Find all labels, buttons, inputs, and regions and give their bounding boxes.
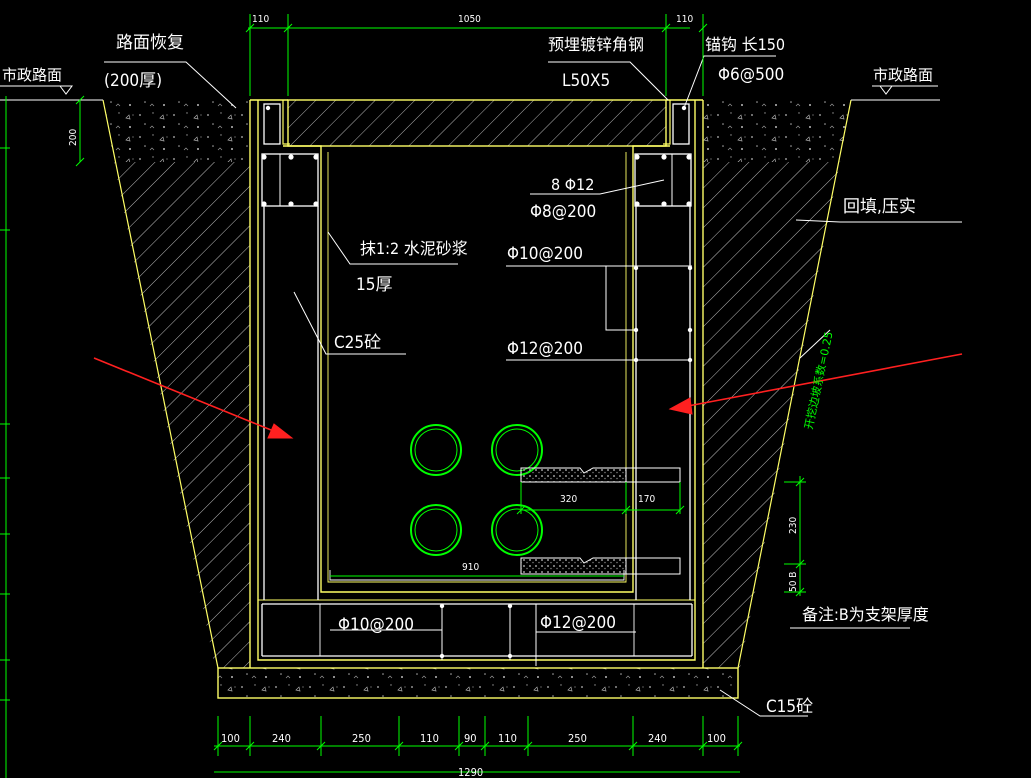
concrete-label: C25砼 (334, 333, 381, 353)
text-labels: 市政路面 市政路面 路面恢复 (200厚) 预埋镀锌角钢 L50X5 锚钩 长1… (2, 33, 933, 717)
cushion-label: C15砼 (766, 697, 813, 717)
dim-bottom-0: 100 (221, 732, 240, 745)
stirrups-label: Φ8@200 (530, 202, 596, 222)
dim-left-200: 200 (68, 129, 79, 146)
wall-bar-v: Φ12@200 (507, 339, 583, 359)
plaster-thk: 15厚 (356, 275, 392, 295)
dim-support-320: 320 (560, 494, 577, 505)
dim-bottom-8: 100 (707, 732, 726, 745)
dim-bottom-total: 1290 (458, 766, 483, 778)
road-restore-layer (103, 100, 851, 162)
dim-bottom-7: 240 (648, 732, 667, 745)
road-left-label: 市政路面 (2, 66, 62, 84)
dim-bottom-6: 250 (568, 732, 587, 745)
rebar-dots (261, 105, 693, 659)
dim-support-170: 170 (638, 494, 655, 505)
cables (410, 424, 543, 556)
dim-bottom-1: 240 (272, 732, 291, 745)
backfill-label: 回填,压实 (843, 197, 916, 217)
angle-steel-label: 预埋镀锌角钢 (548, 35, 644, 54)
dim-top-110-left: 110 (252, 14, 269, 25)
note-label: 备注:B为支架厚度 (802, 605, 929, 624)
dim-bottom-5: 110 (498, 732, 517, 745)
anchor-label: 锚钩 长150 (705, 35, 785, 54)
dim-right-230: 230 (788, 517, 799, 534)
c15-cushion (217, 667, 739, 699)
dim-top-1050: 1050 (458, 14, 481, 25)
bottom-bar-2: Φ12@200 (540, 613, 616, 633)
trench-structure (102, 99, 852, 669)
dim-bottom-3: 110 (420, 732, 439, 745)
road-right-label: 市政路面 (873, 66, 933, 84)
dim-right-50b: 50 B (788, 572, 799, 592)
slope-note: 开挖边坡系数=0.25 (801, 330, 835, 430)
road-restore-thk: (200厚) (104, 71, 162, 91)
cable-supports (520, 467, 681, 575)
angle-steel-size: L50X5 (562, 71, 610, 91)
dim-top-110-right: 110 (676, 14, 693, 25)
bottom-bar-1: Φ10@200 (338, 615, 414, 635)
leader-lines (0, 55, 962, 717)
plaster-label: 抹1:2 水泥砂浆 (360, 239, 468, 258)
cover-slab (282, 99, 671, 147)
dimension-lines (0, 14, 806, 778)
rebar (261, 103, 693, 657)
top-bars-label: 8 Φ12 (551, 175, 594, 194)
road-restore-label: 路面恢复 (116, 33, 184, 53)
wall-bar-h: Φ10@200 (507, 244, 583, 264)
anchor-spec: Φ6@500 (718, 65, 784, 85)
red-arrows (93, 353, 963, 439)
dim-bottom-4: 90 (464, 732, 477, 745)
dim-bottom-2: 250 (352, 732, 371, 745)
dimension-texts: 110 1050 110 200 320 170 910 230 50 B 10… (68, 14, 799, 778)
backfill-hatch (114, 162, 840, 668)
dim-inner-910: 910 (462, 562, 479, 573)
